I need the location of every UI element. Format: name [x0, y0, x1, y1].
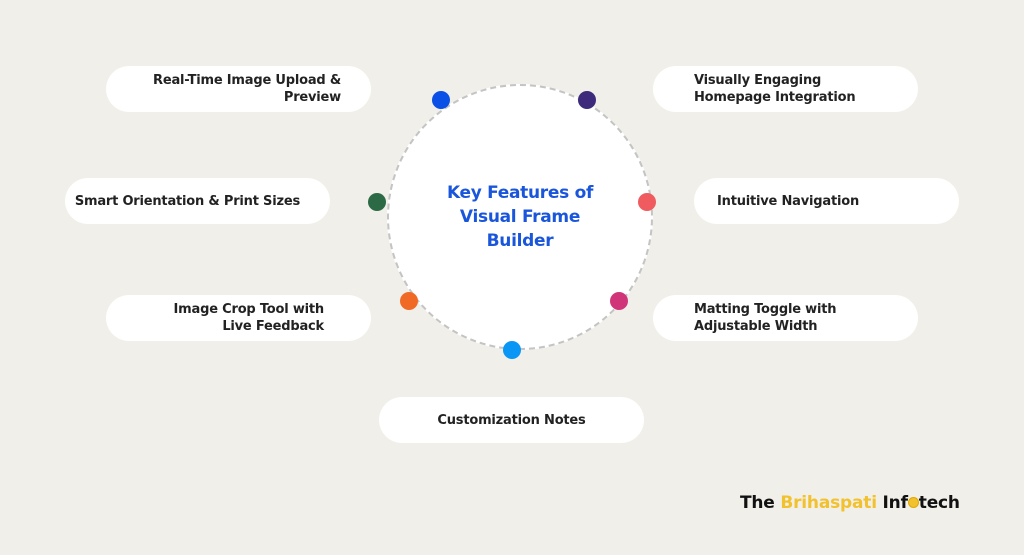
feature-image-crop: Image Crop Tool with Live Feedback [106, 295, 371, 341]
dot-image-crop [400, 292, 418, 310]
feature-label: Image Crop Tool with Live Feedback [173, 302, 325, 334]
dot-homepage-integration [578, 91, 596, 109]
diagram-title: Key Features of Visual Frame Builder [446, 183, 594, 251]
feature-label: Smart Orientation & Print Sizes [74, 193, 300, 209]
logo-text-brihaspati: Brihaspati [780, 493, 877, 513]
feature-intuitive-navigation: Intuitive Navigation [694, 178, 959, 224]
dot-realtime-upload [432, 91, 450, 109]
globe-icon [907, 496, 919, 508]
logo-text-the: The [740, 493, 781, 513]
feature-label: Customization Notes [437, 412, 586, 428]
dot-intuitive-navigation [638, 193, 656, 211]
feature-customization-notes: Customization Notes [379, 397, 644, 443]
feature-matting-toggle: Matting Toggle with Adjustable Width [653, 295, 918, 341]
logo-text-tech: tech [918, 493, 960, 513]
feature-label: Matting Toggle with Adjustable Width [694, 302, 837, 334]
feature-smart-orientation: Smart Orientation & Print Sizes [65, 178, 330, 224]
dot-smart-orientation [368, 193, 386, 211]
feature-label: Intuitive Navigation [717, 193, 860, 209]
logo-text-inf: Inf [876, 493, 908, 513]
feature-homepage-integration: Visually Engaging Homepage Integration [653, 66, 918, 112]
dot-customization-notes [503, 341, 521, 359]
dot-matting-toggle [610, 292, 628, 310]
feature-label: Real-Time Image Upload & Preview [153, 73, 341, 105]
feature-label: Visually Engaging Homepage Integration [694, 73, 856, 105]
feature-realtime-upload: Real-Time Image Upload & Preview [106, 66, 371, 112]
central-circle: Key Features of Visual Frame Builder [387, 84, 653, 350]
